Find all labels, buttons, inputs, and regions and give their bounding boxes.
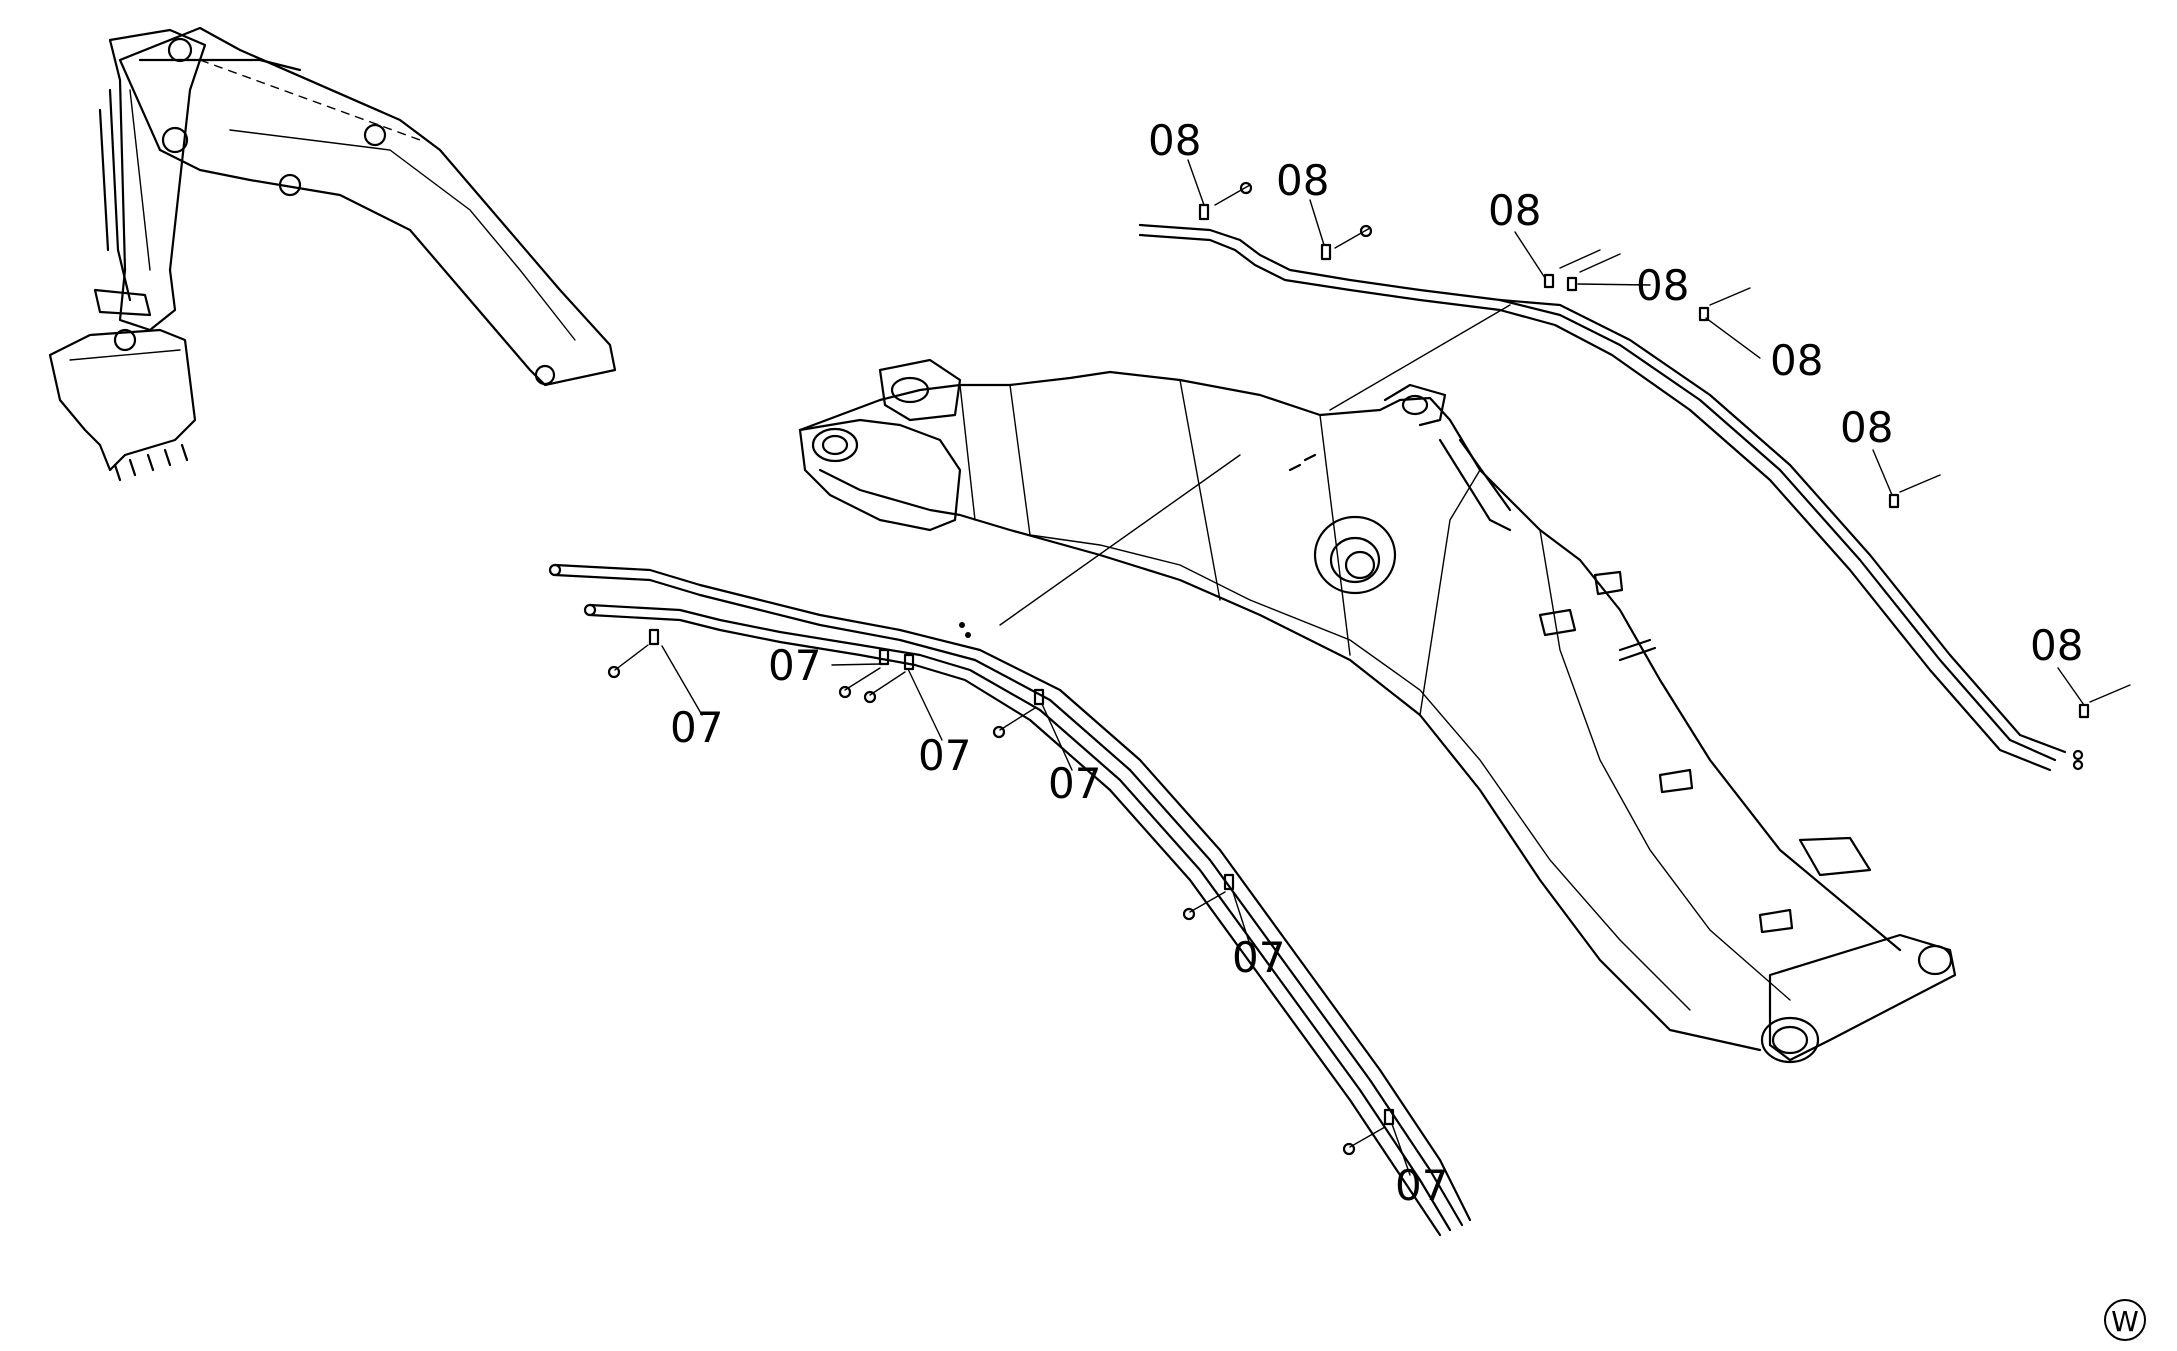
watermark-mark: W (2104, 1299, 2146, 1341)
callout-labels: 08 08 08 08 08 08 08 07 07 07 07 07 07 (670, 116, 2083, 1210)
callout-leaders (661, 159, 2085, 1176)
right-pipe-bundle (1138, 223, 2084, 772)
callout-c10: 07 (918, 731, 971, 780)
callout-c9: 07 (768, 641, 821, 690)
watermark-letter: W (2111, 1305, 2139, 1338)
left-pipe-bundle (548, 454, 1472, 1237)
callout-c12: 07 (1232, 933, 1285, 982)
reference-excavator-attachment (48, 26, 617, 482)
callout-c5: 08 (1770, 336, 1823, 385)
callout-c4: 08 (1636, 261, 1689, 310)
callout-c7: 08 (2030, 621, 2083, 670)
callout-c13: 07 (1395, 1161, 1448, 1210)
callout-c2: 08 (1276, 156, 1329, 205)
callout-c1: 08 (1148, 116, 1201, 165)
main-boom (798, 358, 1957, 1064)
callout-c3: 08 (1488, 186, 1541, 235)
clamps-and-bolts (607, 181, 2131, 1156)
callout-c8: 07 (670, 703, 723, 752)
callout-c6: 08 (1840, 403, 1893, 452)
callout-c11: 07 (1048, 759, 1101, 808)
